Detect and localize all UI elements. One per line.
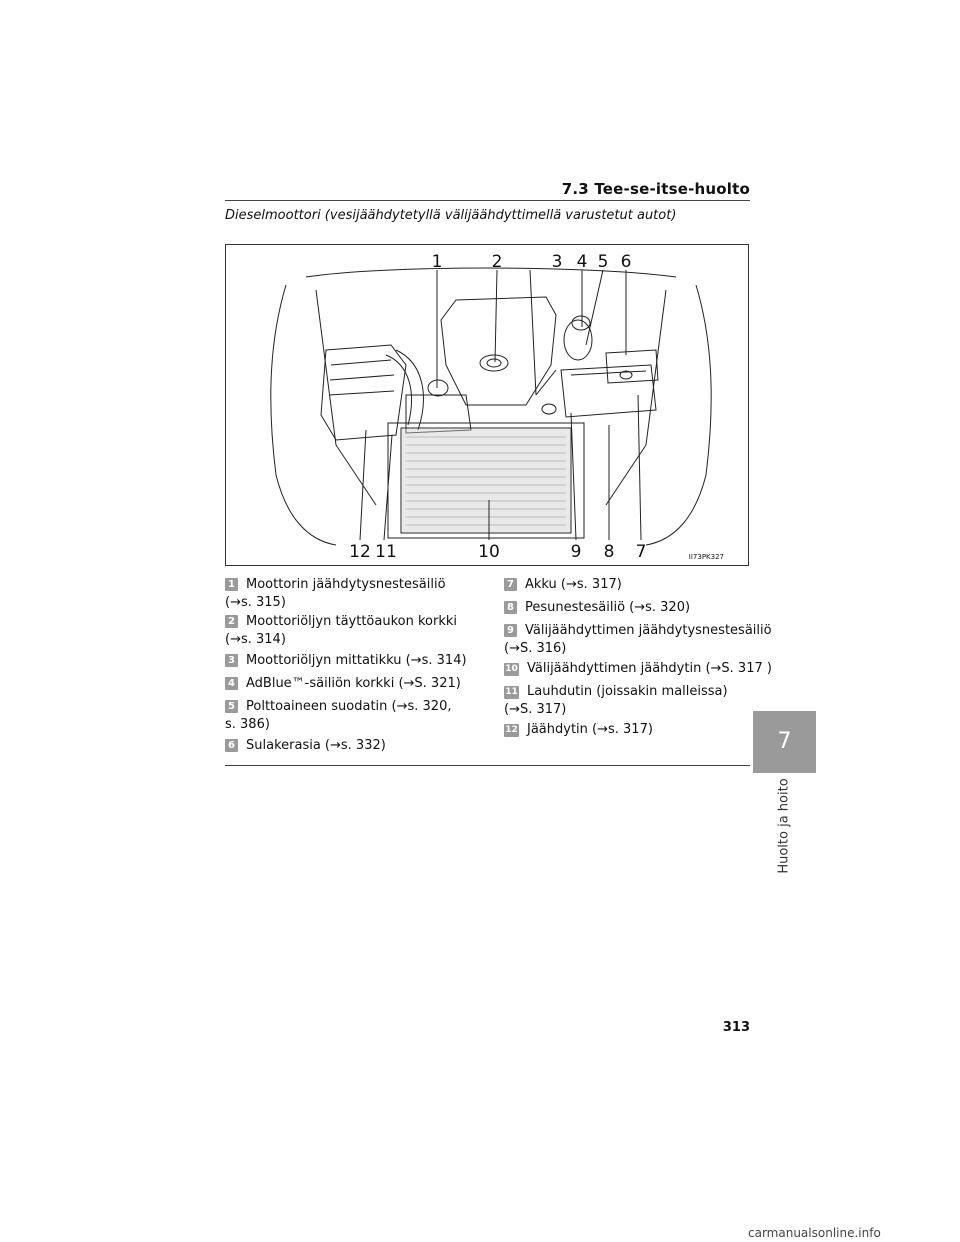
- item-text-cont: (→S. 317): [504, 702, 567, 717]
- callout-4: 4: [577, 252, 588, 272]
- callout-1: 1: [432, 252, 443, 272]
- item-number-badge: 9: [504, 624, 517, 637]
- callout-11: 11: [375, 542, 397, 562]
- section-title: 7.3 Tee-se-itse-huolto: [561, 180, 750, 198]
- callout-12: 12: [349, 542, 371, 562]
- figure-code: II73PK327: [689, 553, 724, 561]
- item-text: AdBlue™-säiliön korkki (→S. 321): [246, 676, 461, 691]
- list-item: 9 Välijäähdyttimen jäähdytysnestesäiliö (…: [504, 622, 772, 658]
- watermark: carmanualsonline.info: [748, 1226, 881, 1240]
- callout-5: 5: [598, 252, 609, 272]
- callout-7: 7: [636, 542, 647, 562]
- item-text-cont: (→s. 315): [225, 595, 286, 610]
- callout-8: 8: [604, 542, 615, 562]
- callout-9: 9: [571, 542, 582, 562]
- engine-drawing: 1 2 3 4 5 6 12 11 10 9 8 7 II73PK327: [270, 252, 724, 562]
- chapter-tab[interactable]: 7: [753, 711, 816, 773]
- callout-2: 2: [492, 252, 503, 272]
- item-number-badge: 4: [225, 677, 238, 690]
- item-number-badge: 2: [225, 615, 238, 628]
- item-text: Jäähdytin (→s. 317): [527, 722, 653, 737]
- list-item: 6 Sulakerasia (→s. 332): [225, 737, 386, 755]
- item-number-badge: 10: [504, 663, 519, 676]
- item-text: Pesunestesäiliö (→s. 320): [525, 600, 691, 615]
- item-text: Sulakerasia (→s. 332): [246, 738, 386, 753]
- list-item: 12 Jäähdytin (→s. 317): [504, 721, 653, 739]
- engine-compartment-illustration: 1 2 3 4 5 6 12 11 10 9 8 7 II73PK327: [225, 244, 749, 566]
- chapter-label-container: Huolto ja hoito: [753, 778, 816, 873]
- callout-3: 3: [552, 252, 563, 272]
- chapter-label: Huolto ja hoito: [776, 778, 792, 874]
- item-number-badge: 11: [504, 686, 519, 699]
- list-item: 10 Välijäähdyttimen jäähdytin (→S. 317 ): [504, 660, 772, 678]
- callout-6: 6: [621, 252, 632, 272]
- list-item: 3 Moottoriöljyn mittatikku (→s. 314): [225, 652, 467, 670]
- item-text: Välijäähdyttimen jäähdytin (→S. 317 ): [527, 661, 772, 676]
- item-text: Moottoriöljyn täyttöaukon korkki: [246, 614, 458, 629]
- item-text: Moottoriöljyn mittatikku (→s. 314): [246, 653, 467, 668]
- item-number-badge: 5: [225, 700, 238, 713]
- callout-10: 10: [478, 542, 500, 562]
- item-text-cont: s. 386): [225, 717, 270, 732]
- footer-rule: [225, 765, 750, 766]
- item-number-badge: 1: [225, 578, 238, 591]
- list-item: 4 AdBlue™-säiliön korkki (→S. 321): [225, 675, 461, 693]
- list-item: 5 Polttoaineen suodatin (→s. 320, s. 386): [225, 698, 452, 734]
- item-text-cont: (→S. 316): [504, 641, 567, 656]
- item-text: Akku (→s. 317): [525, 577, 622, 592]
- item-text: Lauhdutin (joissakin malleissa): [527, 684, 728, 699]
- item-text-cont: (→s. 314): [225, 632, 286, 647]
- list-item: 7 Akku (→s. 317): [504, 576, 622, 594]
- item-text: Välijäähdyttimen jäähdytysnestesäiliö: [525, 623, 772, 638]
- header-rule: [225, 200, 750, 201]
- item-number-badge: 3: [225, 654, 238, 667]
- item-number-badge: 8: [504, 601, 517, 614]
- item-number-badge: 6: [225, 739, 238, 752]
- item-number-badge: 12: [504, 724, 519, 737]
- list-item: 8 Pesunestesäiliö (→s. 320): [504, 599, 690, 617]
- item-text: Polttoaineen suodatin (→s. 320,: [246, 699, 452, 714]
- figure-subtitle: Dieselmoottori (vesijäähdytetyllä välijä…: [225, 208, 677, 223]
- item-text: Moottorin jäähdytysnestesäiliö: [246, 577, 446, 592]
- list-item: 1 Moottorin jäähdytysnestesäiliö (→s. 315…: [225, 576, 446, 612]
- list-item: 2 Moottoriöljyn täyttöaukon korkki (→s. 3…: [225, 613, 457, 649]
- page-number: 313: [722, 1020, 750, 1035]
- list-item: 11 Lauhdutin (joissakin malleissa) (→S. 3…: [504, 683, 728, 719]
- item-number-badge: 7: [504, 578, 517, 591]
